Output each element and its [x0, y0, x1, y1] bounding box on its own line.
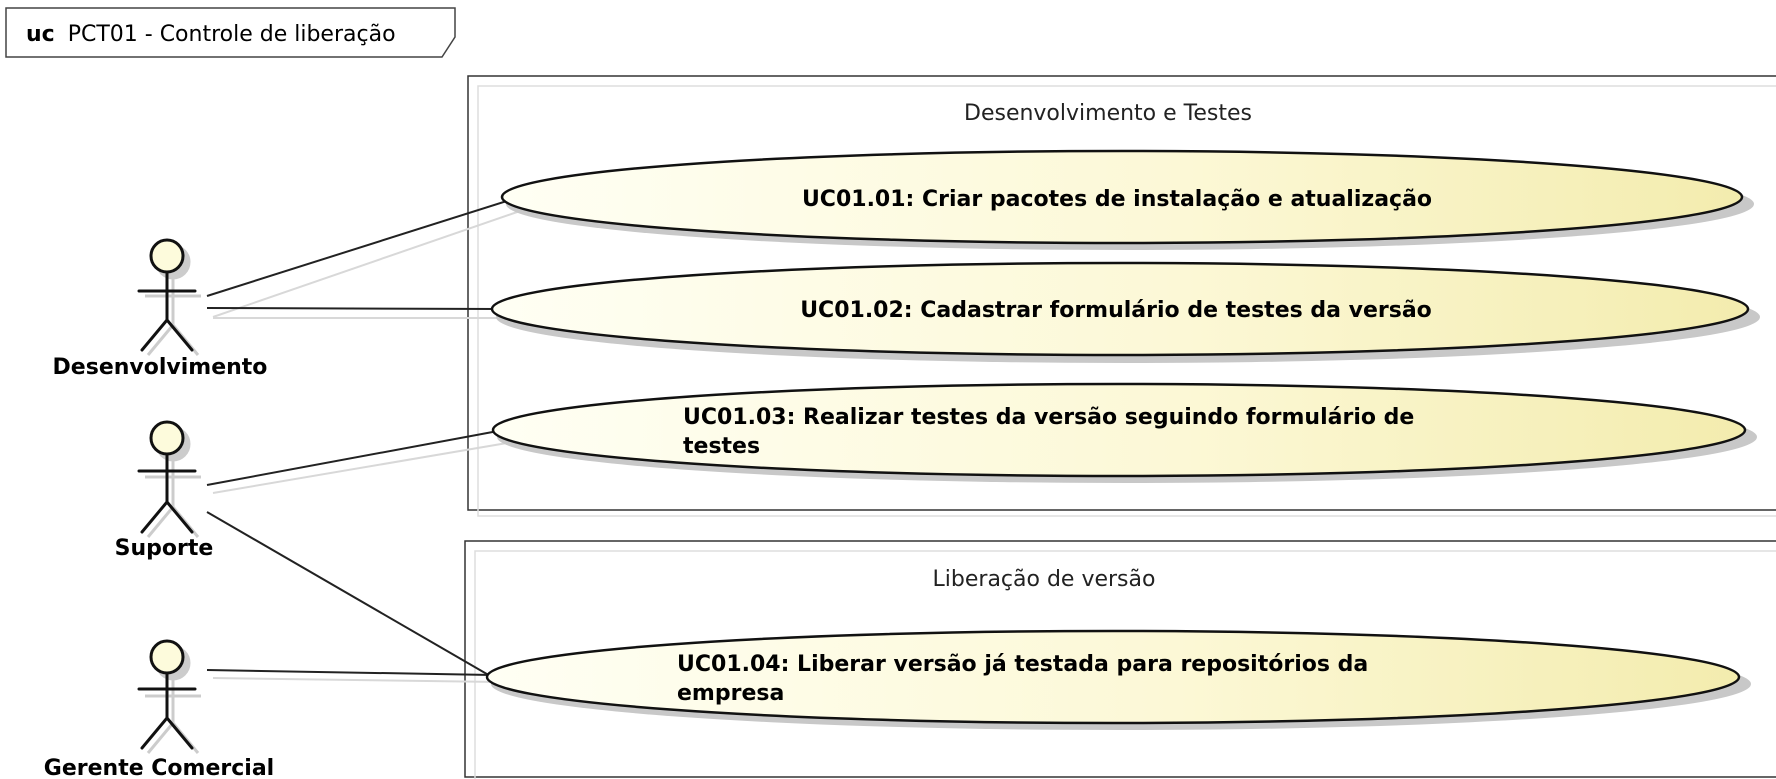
- use-case-label: UC01.01: Criar pacotes de instalação e a…: [802, 187, 1432, 212]
- use-case-label: UC01.04: Liberar versão já testada para …: [677, 652, 1368, 677]
- svg-text:uc PCT01 - Controle de l: uc PCT01 - Controle de liberação: [26, 22, 396, 47]
- boundary-title: Liberação de versão: [933, 567, 1156, 592]
- svg-text:UC01.02: Cadastrar formulário: UC01.02: Cadastrar formulário de testes …: [800, 298, 1432, 323]
- association-line: [206, 430, 499, 486]
- use-case-uc0104[interactable]: UC01.04: Liberar versão já testada para …: [485, 629, 1751, 730]
- use-case-label: empresa: [677, 681, 784, 706]
- actor-gerente-comercial[interactable]: Gerente Comercial: [44, 639, 274, 779]
- diagram-frame-tab: uc PCT01 - Controle de liberação: [5, 7, 456, 58]
- svg-text:testes: testes: [683, 434, 760, 459]
- actor-desenvolvimento[interactable]: Desenvolvimento: [53, 238, 268, 380]
- stick-figure-icon: [137, 420, 197, 534]
- use-case-label: UC01.02: Cadastrar formulário de testes …: [800, 298, 1432, 323]
- svg-text:UC01.03: Realizar testes da ve: UC01.03: Realizar testes da versão segui…: [683, 405, 1414, 430]
- boundary-title: Desenvolvimento e Testes: [964, 101, 1252, 126]
- actor-suporte[interactable]: Suporte: [115, 420, 214, 561]
- associations: [206, 198, 521, 683]
- frame-title: PCT01 - Controle de liberação: [68, 22, 396, 47]
- use-case-label: UC01.03: Realizar testes da versão segui…: [683, 405, 1414, 430]
- use-case-uc0101[interactable]: UC01.01: Criar pacotes de instalação e a…: [500, 149, 1754, 250]
- frame-keyword: uc: [26, 22, 55, 47]
- actor-name: Gerente Comercial: [44, 756, 274, 779]
- use-case-label: testes: [683, 434, 760, 459]
- svg-text:empresa: empresa: [677, 681, 784, 706]
- association-line: [206, 198, 514, 297]
- association-line: [206, 307, 501, 310]
- use-case-uc0102[interactable]: UC01.02: Cadastrar formulário de testes …: [490, 261, 1760, 363]
- actor-name: Suporte: [115, 536, 214, 561]
- actor-name: Desenvolvimento: [53, 355, 268, 380]
- use-case-uc0103[interactable]: UC01.03: Realizar testes da versão segui…: [491, 382, 1757, 483]
- association-line: [206, 511, 493, 678]
- svg-text:UC01.01: Criar pacotes de inst: UC01.01: Criar pacotes de instalação e a…: [802, 187, 1432, 212]
- stick-figure-icon: [137, 238, 197, 352]
- svg-text:UC01.04: Liberar versão já tes: UC01.04: Liberar versão já testada para …: [677, 652, 1368, 677]
- stick-figure-icon: [137, 639, 197, 750]
- association-line: [206, 669, 493, 676]
